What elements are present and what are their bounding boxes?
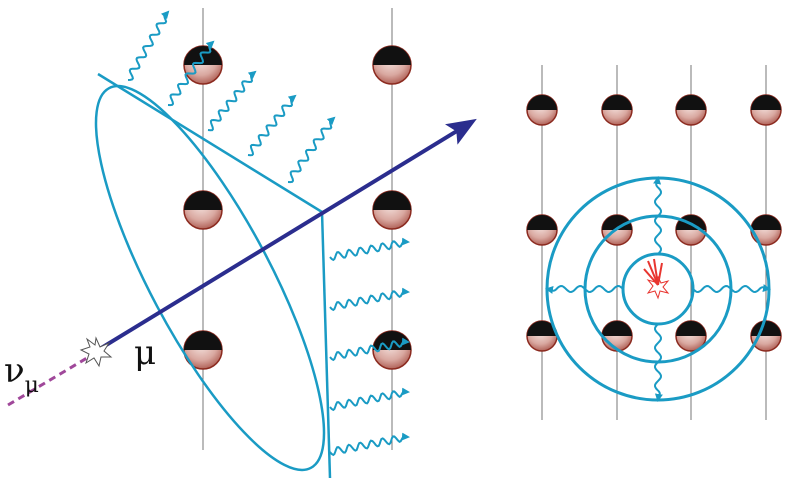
left-panel: νμ μ (4, 8, 477, 479)
wavy-arrow-icon (329, 237, 410, 262)
wavy-arrow-icon (653, 323, 663, 402)
optical-module-icon (750, 214, 782, 246)
wavy-arrow-icon (127, 10, 170, 81)
light-shell-inner (621, 252, 695, 326)
wavy-arrow-icon (329, 387, 410, 412)
muon-label: μ (134, 333, 156, 373)
wavy-arrow-icon (247, 94, 297, 157)
cherenkov-cone-base (94, 84, 326, 472)
wavy-arrow-icon (545, 284, 624, 294)
cascade-burst-icon (643, 258, 670, 300)
optical-module-icon (372, 330, 412, 370)
cascade-photons (545, 176, 771, 402)
optical-module-icon (601, 94, 633, 126)
wavy-arrow-icon (207, 70, 257, 132)
wavy-arrow-icon (329, 432, 410, 457)
cherenkov-cone-side (97, 72, 323, 214)
optical-module-icon (183, 330, 223, 370)
wavy-arrow-icon (287, 116, 336, 184)
optical-module-icon (526, 94, 558, 126)
optical-module-icon (372, 45, 412, 85)
optical-module-icon (675, 94, 707, 126)
optical-modules-left (183, 45, 412, 370)
optical-module-icon (183, 190, 223, 230)
star-burst-icon (79, 336, 113, 368)
optical-module-icon (750, 94, 782, 126)
neutrino-label: ν (4, 351, 25, 391)
optical-module-icon (601, 320, 633, 352)
optical-module-icon (750, 320, 782, 352)
right-panel (526, 65, 782, 420)
wavy-arrow-icon (653, 176, 663, 255)
wavy-arrow-icon (167, 40, 215, 107)
neutrino-subscript: μ (25, 373, 39, 398)
muon-track (96, 118, 477, 352)
neutrino-track (7, 353, 93, 407)
optical-module-icon (675, 320, 707, 352)
wavy-arrow-icon (692, 284, 771, 294)
cherenkov-cone-side (320, 211, 332, 479)
optical-modules-right (526, 94, 782, 352)
light-shell-middle (583, 214, 733, 364)
optical-module-icon (372, 190, 412, 230)
optical-module-icon (526, 214, 558, 246)
wavy-arrow-icon (329, 337, 410, 362)
svg-text:νμ: νμ (4, 351, 39, 398)
wavy-arrow-icon (329, 287, 410, 312)
light-shell-outer (545, 176, 771, 402)
cherenkov-photons (127, 10, 410, 457)
